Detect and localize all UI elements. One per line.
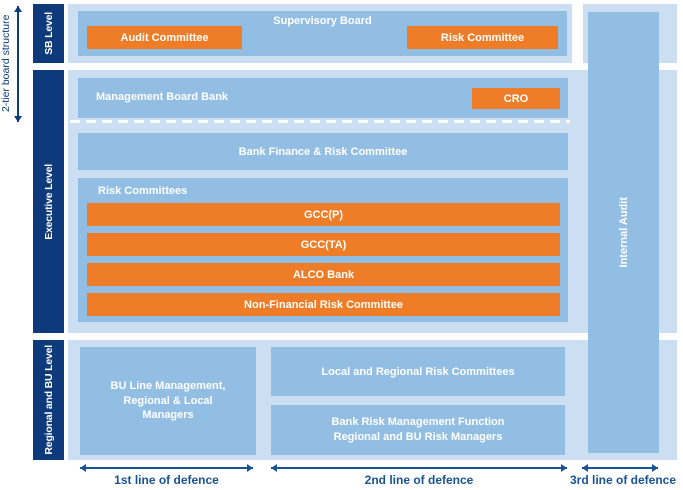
mandate-dashed-divider (70, 120, 570, 123)
level-bar-regional: Regional and BU Level (33, 340, 64, 460)
level-bar-executive-label: Executive Level (42, 163, 55, 240)
level-bar-executive: Executive Level (33, 70, 64, 333)
local-regional-risk-label: Local and Regional Risk Committees (321, 365, 515, 378)
two-tier-range-arrow (14, 6, 22, 122)
level-bar-sb: SB Level (33, 4, 64, 63)
supervisory-board-label: Supervisory Board (273, 15, 372, 27)
risk-committees-box: Risk Committees GCC(P) GCC(TA) ALCO Bank… (78, 178, 568, 322)
non-financial-risk-label: Non-Financial Risk Committee (244, 298, 403, 311)
local-regional-risk-box: Local and Regional Risk Committees (271, 347, 565, 396)
management-board-label: Management Board Bank (96, 91, 229, 103)
second-line-label: 2nd line of defence (364, 473, 474, 487)
sb-level-panel: Supervisory Board Audit Committee Risk C… (68, 4, 572, 63)
audit-committee-label: Audit Committee (120, 31, 209, 44)
supervisory-board-box: Supervisory Board Audit Committee Risk C… (78, 11, 567, 56)
gcc-ta-label: GCC(TA) (300, 238, 347, 251)
gcc-p-label: GCC(P) (303, 208, 344, 221)
bu-line-management-label: BU Line Management, Regional & Local Man… (110, 379, 226, 422)
second-line-arrow (271, 464, 567, 472)
bank-finance-risk-box: Bank Finance & Risk Committee (78, 133, 568, 170)
regional-level-panel: BU Line Management, Regional & Local Man… (68, 340, 677, 460)
risk-committee-label: Risk Committee (440, 31, 525, 44)
internal-audit-label: Internal Audit (617, 197, 630, 268)
management-board-box: Management Board Bank CRO (78, 78, 568, 118)
risk-committees-title: Risk Committees (98, 185, 188, 197)
bank-risk-mgmt-box: Bank Risk Management Function Regional a… (271, 405, 565, 455)
internal-audit-bar: Internal Audit (588, 12, 659, 453)
first-line-arrow (80, 464, 253, 472)
third-line-arrow (582, 464, 658, 472)
bank-finance-risk-label: Bank Finance & Risk Committee (238, 145, 408, 158)
alco-bank-box: ALCO Bank (87, 263, 560, 286)
gcc-p-box: GCC(P) (87, 203, 560, 226)
risk-committee-box: Risk Committee (407, 26, 558, 49)
level-bar-sb-label: SB Level (42, 12, 55, 55)
alco-bank-label: ALCO Bank (292, 268, 355, 281)
non-financial-risk-box: Non-Financial Risk Committee (87, 293, 560, 316)
third-line-label: 3rd line of defence (569, 473, 677, 487)
bank-risk-mgmt-label: Bank Risk Management Function Regional a… (331, 416, 505, 443)
audit-committee-box: Audit Committee (87, 26, 242, 49)
gcc-ta-box: GCC(TA) (87, 233, 560, 256)
cro-box: CRO (472, 88, 560, 109)
executive-level-panel: Management Board Bank CRO Bank Finance &… (68, 70, 677, 333)
cro-label: CRO (503, 92, 529, 105)
first-line-label: 1st line of defence (114, 473, 219, 487)
level-bar-regional-label: Regional and BU Level (42, 345, 55, 455)
bu-line-management-box: BU Line Management, Regional & Local Man… (80, 347, 256, 455)
